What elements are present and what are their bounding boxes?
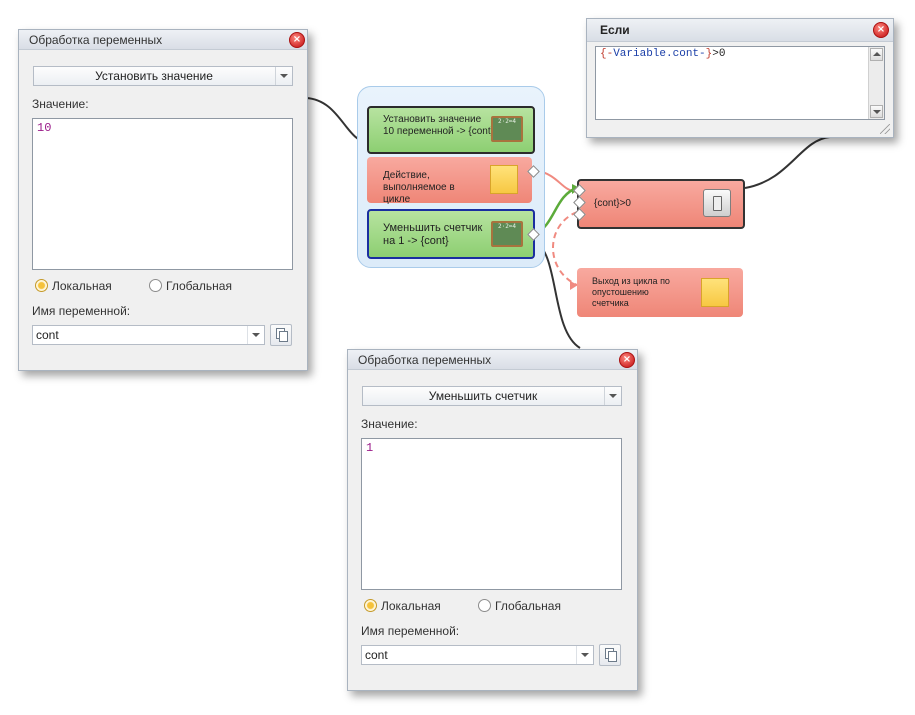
varname-label: Имя переменной: bbox=[361, 624, 460, 638]
radio-local-label[interactable]: Локальная bbox=[381, 599, 441, 613]
node-condition[interactable]: {cont}>0 bbox=[573, 179, 745, 229]
action-dropdown-value: Установить значение bbox=[95, 69, 213, 83]
variable-panel-set-value: Обработка переменных × Установить значен… bbox=[18, 29, 308, 371]
scroll-down-icon[interactable] bbox=[870, 105, 883, 118]
varname-input[interactable]: cont bbox=[361, 645, 594, 665]
value-textarea[interactable]: 1 bbox=[361, 438, 622, 590]
variable-panel-decrement: Обработка переменных × Уменьшить счетчик… bbox=[347, 349, 638, 691]
value-textarea[interactable]: 10 bbox=[32, 118, 293, 270]
radio-global-label[interactable]: Глобальная bbox=[166, 279, 232, 293]
action-dropdown[interactable]: Уменьшить счетчик bbox=[362, 386, 622, 406]
resize-grip-icon[interactable] bbox=[880, 124, 890, 134]
node-loop-action-label: Действие, выполняемое в цикле bbox=[383, 170, 455, 205]
close-icon[interactable]: × bbox=[873, 22, 889, 38]
if-dialog-title-bar[interactable]: Если × bbox=[587, 19, 893, 42]
node-decrement-label: Уменьшить счетчик на 1 -> {cont} bbox=[383, 222, 483, 247]
node-set-value[interactable]: Установить значение 10 переменной -> {co… bbox=[367, 106, 535, 154]
chevron-down-icon[interactable] bbox=[604, 387, 621, 405]
wire-condition-to-exit bbox=[552, 211, 578, 286]
action-dropdown[interactable]: Установить значение bbox=[33, 66, 293, 86]
if-dialog: Если × {-Variable.cont-}>0 bbox=[586, 18, 894, 138]
varname-input[interactable]: cont bbox=[32, 325, 265, 345]
if-dialog-title: Если bbox=[600, 23, 630, 37]
panel-title-bar[interactable]: Обработка переменных × bbox=[19, 30, 307, 50]
radio-local[interactable] bbox=[35, 279, 48, 292]
chevron-down-icon[interactable] bbox=[275, 67, 292, 85]
chalkboard-icon: 2·2=4 bbox=[491, 221, 523, 247]
action-dropdown-value: Уменьшить счетчик bbox=[428, 389, 538, 403]
radio-global[interactable] bbox=[478, 599, 491, 612]
sticky-note-icon bbox=[701, 278, 729, 307]
toggle-switch-icon bbox=[703, 189, 731, 217]
chalkboard-icon: 2·2=4 bbox=[491, 116, 523, 142]
panel-title: Обработка переменных bbox=[29, 33, 163, 47]
copy-button[interactable] bbox=[599, 644, 621, 666]
copy-icon-back bbox=[608, 651, 617, 662]
panel-title-bar[interactable]: Обработка переменных × bbox=[348, 350, 637, 370]
chevron-down-icon[interactable] bbox=[247, 326, 264, 344]
copy-button[interactable] bbox=[270, 324, 292, 346]
wire-if-to-condition bbox=[744, 136, 831, 189]
varname-value: cont bbox=[36, 328, 59, 342]
condition-text: {-Variable.cont-}>0 bbox=[600, 48, 725, 60]
wire-arrow-red bbox=[570, 281, 578, 290]
radio-global[interactable] bbox=[149, 279, 162, 292]
sticky-note-icon bbox=[490, 165, 518, 194]
panel-title: Обработка переменных bbox=[358, 353, 492, 367]
condition-editor[interactable]: {-Variable.cont-}>0 bbox=[595, 46, 885, 120]
value-label: Значение: bbox=[361, 417, 418, 431]
varname-value: cont bbox=[365, 648, 388, 662]
condition-close: } bbox=[705, 48, 713, 60]
value-text: 1 bbox=[366, 441, 374, 455]
condition-open: {- bbox=[600, 48, 614, 60]
node-exit-loop[interactable]: Выход из цикла по опустошению счетчика bbox=[577, 268, 743, 317]
radio-local[interactable] bbox=[364, 599, 377, 612]
condition-tail: >0 bbox=[712, 48, 726, 60]
close-icon[interactable]: × bbox=[619, 352, 635, 368]
chevron-down-icon[interactable] bbox=[576, 646, 593, 664]
close-icon[interactable]: × bbox=[289, 32, 305, 48]
value-text: 10 bbox=[37, 121, 52, 135]
value-label: Значение: bbox=[32, 97, 89, 111]
copy-icon-back bbox=[279, 331, 288, 342]
node-set-value-label: Установить значение 10 переменной -> {co… bbox=[383, 114, 494, 137]
vertical-scrollbar[interactable] bbox=[868, 47, 884, 119]
node-loop-action[interactable]: Действие, выполняемое в цикле bbox=[367, 157, 540, 205]
radio-global-label[interactable]: Глобальная bbox=[495, 599, 561, 613]
node-exit-loop-label: Выход из цикла по опустошению счетчика bbox=[592, 276, 670, 308]
varname-label: Имя переменной: bbox=[32, 304, 131, 318]
scroll-up-icon[interactable] bbox=[870, 48, 883, 61]
radio-local-label[interactable]: Локальная bbox=[52, 279, 112, 293]
node-decrement[interactable]: Уменьшить счетчик на 1 -> {cont} 2·2=4 bbox=[367, 209, 540, 259]
condition-var: Variable.cont- bbox=[613, 48, 706, 60]
node-condition-label: {cont}>0 bbox=[594, 198, 631, 209]
